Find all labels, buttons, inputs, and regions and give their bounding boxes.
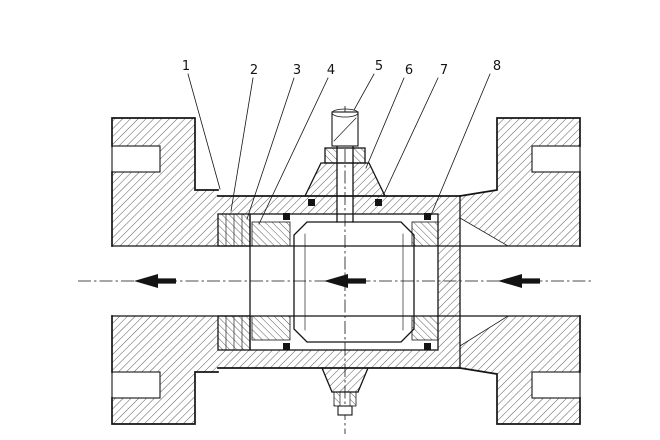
leader-line-7: [382, 77, 439, 197]
callout-label-1: 1: [182, 59, 190, 74]
seal-right-lower: [424, 343, 431, 350]
callout-label-2: 2: [250, 63, 258, 78]
left-flange-outline-top: [111, 117, 219, 191]
left-bolt-slot-upper: [111, 145, 161, 173]
right-seat-lower-outline: [411, 315, 439, 341]
leader-line-2: [230, 77, 254, 212]
seal-rings: [283, 199, 431, 350]
callouts: 1 2 3 4 5 6 7 8: [182, 59, 501, 225]
outlines: [111, 117, 581, 425]
stem-cylinder-top-rim: [331, 108, 359, 118]
body-right-wall: [438, 214, 460, 350]
callout-label-5: 5: [375, 59, 383, 74]
right-bolt-slot-upper: [531, 145, 581, 173]
ball-outline: [293, 221, 415, 343]
seal-boss-left: [308, 199, 315, 206]
stem-bore: [337, 146, 353, 222]
openings: [111, 145, 581, 406]
left-seat-upper: [252, 222, 290, 246]
body-bottom-wall: [218, 350, 460, 368]
stem-sides: [336, 145, 354, 223]
leader-line-4: [258, 77, 329, 225]
callout-label-3: 3: [293, 63, 301, 78]
right-bolt-slot-lower: [531, 371, 581, 399]
left-seat-upper-outline: [251, 221, 291, 247]
right-seat-lower: [412, 316, 438, 340]
right-seat-upper: [412, 222, 438, 246]
callout-label-6: 6: [405, 63, 413, 78]
ball-chamber-outline: [249, 213, 439, 351]
leader-line-8: [430, 73, 491, 216]
stem-chamfer-line: [333, 117, 357, 142]
right-cone-lower-line: [459, 315, 509, 347]
left-seat-lower: [252, 316, 290, 340]
right-cone-upper-line: [459, 217, 509, 247]
left-bolt-slot-lower: [111, 371, 161, 399]
drain-cap: [337, 405, 353, 416]
right-flange-outline-bottom: [459, 367, 581, 425]
seal-right-upper: [424, 213, 431, 220]
flow-arrow-right: [498, 274, 540, 288]
drain-bore-lines: [339, 391, 351, 407]
end-cap-thread-lines: [225, 213, 243, 351]
ball-curvature-lines: [304, 233, 404, 331]
flow-arrows: [134, 274, 540, 288]
leader-line-3: [246, 77, 295, 220]
right-flange-outline-top: [459, 117, 581, 197]
leader-line-5: [353, 73, 375, 111]
flow-arrow-left: [134, 274, 176, 288]
drain-bore: [340, 392, 350, 406]
callout-label-4: 4: [327, 63, 335, 78]
centerlines: [78, 106, 592, 434]
seal-left-upper: [283, 213, 290, 220]
callout-label-7: 7: [440, 63, 448, 78]
left-flange-outline-bottom: [111, 371, 219, 425]
packing-gland-outline: [324, 147, 366, 164]
leader-line-1: [187, 73, 221, 190]
stem-top: [331, 108, 359, 147]
seal-boss-right: [375, 199, 382, 206]
right-seat-upper-outline: [411, 221, 439, 247]
stem-cylinder: [331, 111, 359, 147]
flow-arrow-center: [324, 274, 366, 288]
callout-label-8: 8: [493, 59, 501, 74]
left-seat-lower-outline: [251, 315, 291, 341]
seal-left-lower: [283, 343, 290, 350]
leader-line-6: [365, 77, 405, 169]
